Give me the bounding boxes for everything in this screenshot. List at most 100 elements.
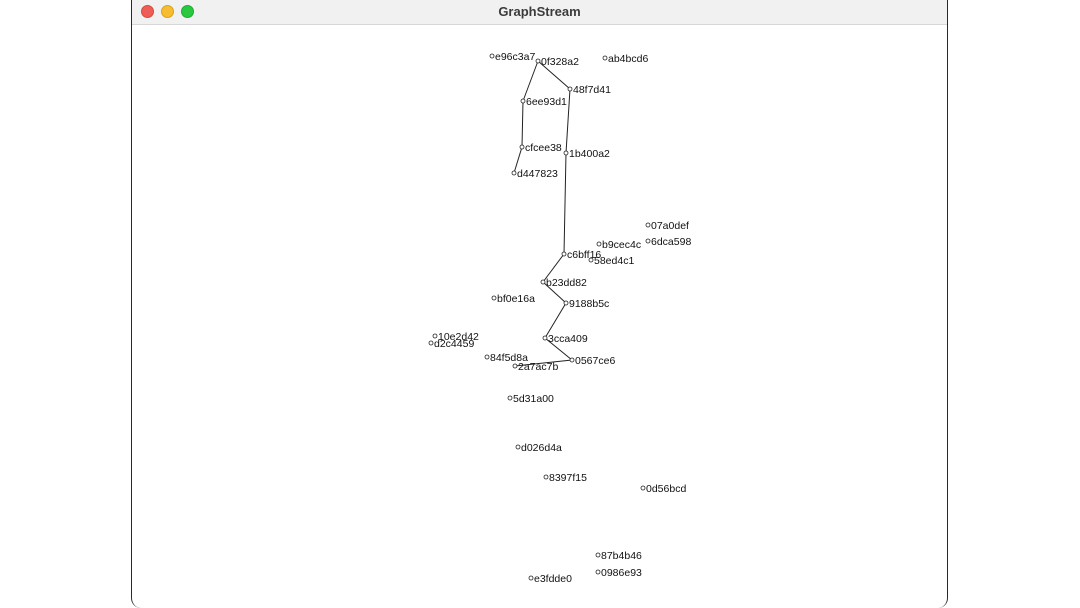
- node-label: e96c3a7: [495, 51, 535, 63]
- title-bar[interactable]: GraphStream: [132, 0, 947, 25]
- maximize-window-button[interactable]: [181, 5, 194, 18]
- window-title: GraphStream: [498, 4, 581, 19]
- node-label: 5d31a00: [513, 393, 554, 405]
- graph-edge: [513, 146, 523, 174]
- node-label: 0f328a2: [541, 56, 579, 68]
- node-label: 10e2d42: [438, 331, 479, 343]
- node-label: b23dd82: [546, 277, 587, 289]
- node-marker[interactable]: [569, 357, 575, 363]
- graph-node[interactable]: b9cec4c: [596, 239, 641, 251]
- graph-node[interactable]: 0f328a2: [535, 56, 579, 68]
- node-marker[interactable]: [507, 395, 513, 401]
- graph-node[interactable]: d447823: [511, 168, 558, 180]
- node-marker[interactable]: [489, 53, 495, 59]
- minimize-window-button[interactable]: [161, 5, 174, 18]
- graph-node[interactable]: 8397f15: [543, 472, 587, 484]
- graph-node[interactable]: 0986e93: [595, 567, 642, 579]
- node-marker[interactable]: [543, 474, 549, 480]
- node-marker[interactable]: [645, 238, 651, 244]
- graph-node[interactable]: 3cca409: [542, 333, 588, 345]
- node-label: d447823: [517, 168, 558, 180]
- node-label: d026d4a: [521, 442, 562, 454]
- graph-node[interactable]: 87b4b46: [595, 550, 642, 562]
- graph-node[interactable]: 0567ce6: [569, 355, 615, 367]
- graph-node[interactable]: 6dca598: [645, 236, 691, 248]
- graph-edge: [544, 302, 567, 339]
- graph-node[interactable]: 5d31a00: [507, 393, 554, 405]
- node-marker[interactable]: [563, 150, 569, 156]
- node-marker[interactable]: [595, 552, 601, 558]
- graph-edge: [544, 337, 573, 361]
- node-marker[interactable]: [511, 170, 517, 176]
- node-marker[interactable]: [567, 86, 573, 92]
- node-marker[interactable]: [515, 444, 521, 450]
- node-marker[interactable]: [520, 98, 526, 104]
- node-marker[interactable]: [528, 575, 534, 581]
- node-marker[interactable]: [428, 340, 434, 346]
- graph-edge: [522, 60, 539, 102]
- node-label: 07a0def: [651, 220, 689, 232]
- graph-node[interactable]: 9188b5c: [563, 298, 609, 310]
- graph-node[interactable]: 6ee93d1: [520, 96, 567, 108]
- graph-node[interactable]: c6bff16: [561, 249, 601, 261]
- graph-node[interactable]: 0d56bcd: [640, 483, 686, 495]
- node-label: 1b400a2: [569, 148, 610, 160]
- node-label: 84f5d8a: [490, 352, 528, 364]
- node-label: b9cec4c: [602, 239, 641, 251]
- graph-node[interactable]: 58ed4c1: [588, 255, 634, 267]
- node-label: 0986e93: [601, 567, 642, 579]
- node-marker[interactable]: [484, 354, 490, 360]
- node-marker[interactable]: [432, 333, 438, 339]
- node-marker[interactable]: [563, 300, 569, 306]
- node-label: 2a7ac7b: [518, 361, 558, 373]
- node-label: 87b4b46: [601, 550, 642, 562]
- graph-node[interactable]: 1b400a2: [563, 148, 610, 160]
- node-label: 8397f15: [549, 472, 587, 484]
- graph-node[interactable]: e3fdde0: [528, 573, 572, 585]
- node-label: e3fdde0: [534, 573, 572, 585]
- node-marker[interactable]: [540, 279, 546, 285]
- graph-edge: [537, 60, 571, 90]
- node-label: 3cca409: [548, 333, 588, 345]
- node-marker[interactable]: [491, 295, 497, 301]
- graph-node[interactable]: d026d4a: [515, 442, 562, 454]
- node-label: c6bff16: [567, 249, 601, 261]
- node-label: 0d56bcd: [646, 483, 686, 495]
- graph-node[interactable]: ab4bcd6: [602, 53, 648, 65]
- node-marker[interactable]: [561, 251, 567, 257]
- graph-node[interactable]: bf0e16a: [491, 293, 535, 305]
- close-window-button[interactable]: [141, 5, 154, 18]
- node-marker[interactable]: [519, 144, 525, 150]
- node-label: 6dca598: [651, 236, 691, 248]
- node-marker[interactable]: [640, 485, 646, 491]
- graph-canvas[interactable]: e96c3a7 0f328a2 ab4bcd6 48f7d41 6ee93d1 cfcee…: [132, 25, 948, 608]
- node-marker[interactable]: [512, 363, 518, 369]
- node-label: cfcee38: [525, 142, 562, 154]
- node-marker[interactable]: [588, 257, 594, 263]
- graph-edge: [563, 152, 567, 255]
- node-label: 6ee93d1: [526, 96, 567, 108]
- graph-node[interactable]: b23dd82: [540, 277, 587, 289]
- graph-view[interactable]: e96c3a7 0f328a2 ab4bcd6 48f7d41 6ee93d1 cfcee…: [132, 25, 948, 608]
- graph-node[interactable]: e96c3a7: [489, 51, 535, 63]
- graph-node[interactable]: 84f5d8a: [484, 352, 528, 364]
- node-marker[interactable]: [602, 55, 608, 61]
- node-marker[interactable]: [595, 569, 601, 575]
- graphstream-window: GraphStream e96c3a7 0f328a2 ab4bcd6 48f7d41…: [131, 0, 948, 608]
- graph-node[interactable]: d2c4459: [428, 338, 474, 350]
- graph-edge: [521, 100, 524, 148]
- node-label: 9188b5c: [569, 298, 609, 310]
- node-label: ab4bcd6: [608, 53, 648, 65]
- graph-node[interactable]: 10e2d42: [432, 331, 479, 343]
- node-label: bf0e16a: [497, 293, 535, 305]
- graph-node[interactable]: 48f7d41: [567, 84, 611, 96]
- node-marker[interactable]: [535, 58, 541, 64]
- graph-node[interactable]: cfcee38: [519, 142, 562, 154]
- node-marker[interactable]: [645, 222, 651, 228]
- node-label: 48f7d41: [573, 84, 611, 96]
- graph-node[interactable]: 2a7ac7b: [512, 361, 558, 373]
- node-label: 0567ce6: [575, 355, 615, 367]
- node-marker[interactable]: [596, 241, 602, 247]
- graph-node[interactable]: 07a0def: [645, 220, 689, 232]
- node-marker[interactable]: [542, 335, 548, 341]
